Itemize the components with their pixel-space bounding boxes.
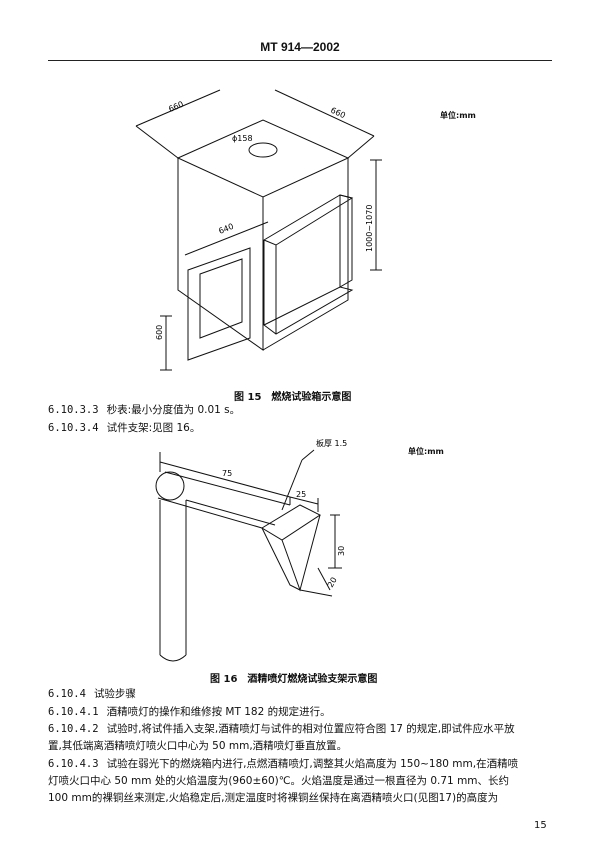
section-6-10-3-4: 6.10.3.4 试件支架:见图 16。 bbox=[48, 420, 200, 437]
page-number: 15 bbox=[534, 820, 547, 831]
dim-length-25: 25 bbox=[296, 490, 306, 499]
dim-height-range: 1000~1070 bbox=[365, 205, 374, 252]
section-heading: 试验步骤 bbox=[93, 688, 136, 700]
section-text: 秒表:最小分度值为 0.01 s。 bbox=[106, 404, 241, 416]
dim-height-30: 30 bbox=[337, 546, 346, 556]
section-number: 6.10.4 bbox=[48, 688, 86, 700]
section-text: 试件支架:见图 16。 bbox=[106, 422, 201, 434]
section-6-10-3-3: 6.10.3.3 秒表:最小分度值为 0.01 s。 bbox=[48, 402, 240, 419]
header-rule bbox=[48, 60, 552, 61]
section-text: 试验在弱光下的燃烧箱内进行,点燃酒精喷灯,调整其火焰高度为 150~180 mm… bbox=[106, 758, 519, 770]
section-6-10-4: 6.10.4 试验步骤 bbox=[48, 686, 136, 703]
figure-15-unit: 单位:mm bbox=[440, 111, 476, 120]
section-number: 6.10.3.3 bbox=[48, 404, 99, 416]
dim-length-75: 75 bbox=[222, 469, 232, 478]
section-text: 试验时,将试件插入支架,酒精喷灯与试件的相对位置应符合图 17 的规定,即试件应… bbox=[106, 723, 515, 735]
dim-plate-thickness: 板厚 1.5 bbox=[316, 438, 347, 448]
figure-15-caption: 图 15 燃烧试验箱示意图 bbox=[234, 392, 352, 403]
section-number: 6.10.4.3 bbox=[48, 758, 99, 770]
figure-16-unit: 单位:mm bbox=[408, 447, 444, 456]
section-6-10-4-1: 6.10.4.1 酒精喷灯的操作和维修按 MT 182 的规定进行。 bbox=[48, 704, 331, 721]
section-number: 6.10.4.2 bbox=[48, 723, 99, 735]
section-number: 6.10.4.1 bbox=[48, 706, 99, 718]
section-6-10-4-3: 6.10.4.3 试验在弱光下的燃烧箱内进行,点燃酒精喷灯,调整其火焰高度为 15… bbox=[48, 756, 518, 773]
dim-hole-diameter: ϕ158 bbox=[232, 134, 253, 143]
section-6-10-4-2: 6.10.4.2 试验时,将试件插入支架,酒精喷灯与试件的相对位置应符合图 17 … bbox=[48, 721, 515, 738]
section-6-10-4-3-cont2: 100 mm的裸铜丝来测定,火焰稳定后,测定温度时将裸铜丝保持在离酒精喷火口(见… bbox=[48, 792, 499, 804]
dim-height-20: 20 bbox=[326, 576, 339, 589]
section-number: 6.10.3.4 bbox=[48, 422, 99, 434]
dim-opening-height: 600 bbox=[155, 325, 164, 340]
figure-16-caption: 图 16 酒精喷灯燃烧试验支架示意图 bbox=[210, 674, 378, 685]
section-6-10-4-3-cont1: 灯喷火口中心 50 mm 处的火焰温度为(960±60)℃。火焰温度是通过一根直… bbox=[48, 775, 510, 787]
section-text: 酒精喷灯的操作和维修按 MT 182 的规定进行。 bbox=[106, 706, 331, 718]
page-header: MT 914—2002 bbox=[260, 40, 340, 54]
section-6-10-4-2-cont: 置,其低端离酒精喷灯喷火口中心为 50 mm,酒精喷灯垂直放置。 bbox=[48, 740, 348, 752]
